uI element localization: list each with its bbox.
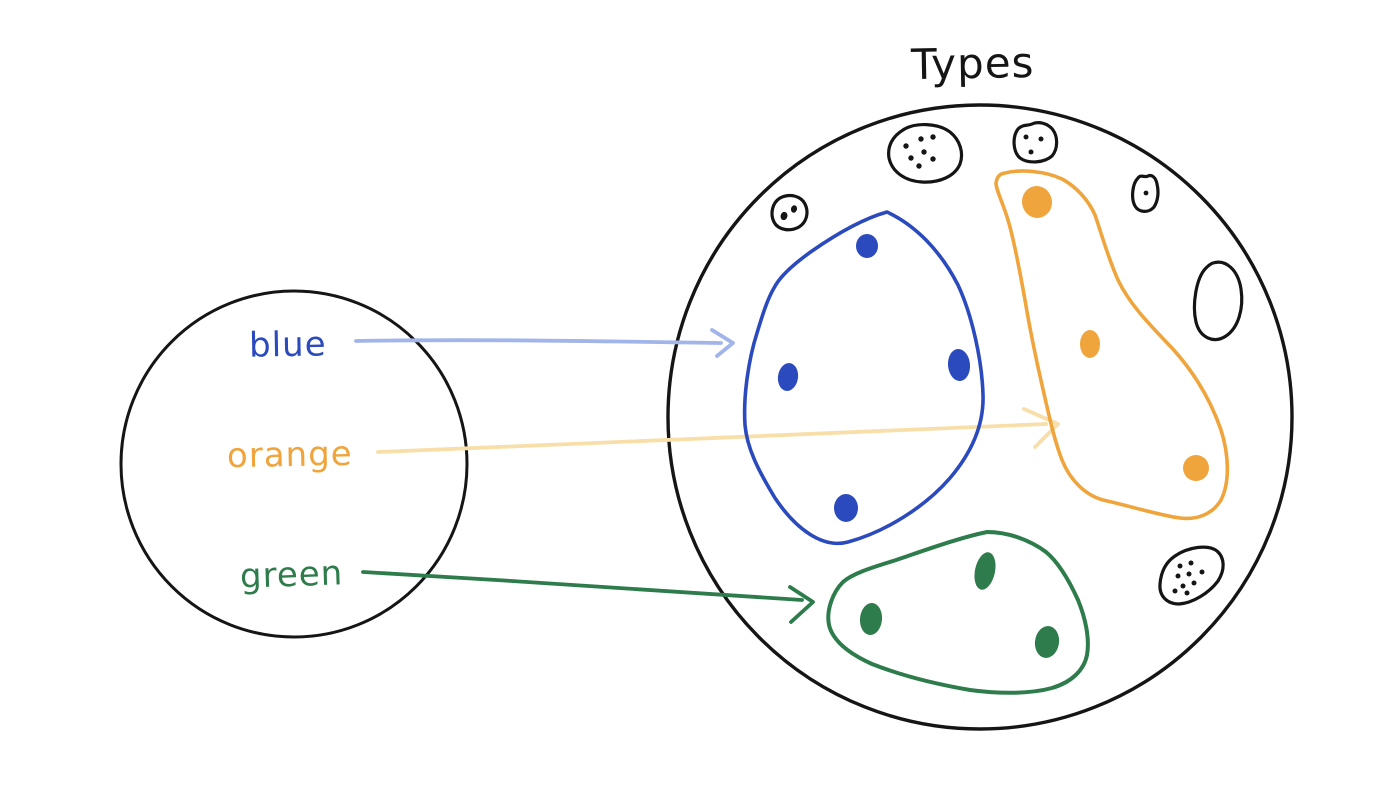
speck-dot bbox=[1177, 563, 1183, 569]
legend-label-green: green bbox=[239, 553, 344, 597]
speckled-blob-top-left bbox=[887, 123, 964, 184]
speck-dot bbox=[1180, 583, 1186, 589]
empty-oval-right bbox=[1192, 260, 1244, 342]
speck-dot bbox=[1143, 190, 1149, 196]
cluster-orange-outline bbox=[994, 169, 1230, 521]
cluster-green-dots bbox=[859, 552, 1060, 658]
speck-dot bbox=[1028, 149, 1034, 155]
empty-oval-right-outline bbox=[1192, 260, 1244, 342]
blue-arrow-head bbox=[710, 328, 735, 358]
speck-dot bbox=[903, 143, 909, 149]
speck-dot bbox=[908, 155, 914, 161]
cluster-dot bbox=[974, 552, 996, 590]
speckled-blob-top-left-dots bbox=[903, 134, 936, 169]
speckled-blob-bottom-right-outline bbox=[1158, 545, 1225, 606]
cluster-dot bbox=[834, 494, 858, 522]
small-blob-left bbox=[770, 193, 809, 232]
speck-dot bbox=[1188, 560, 1194, 566]
speck-dot bbox=[1023, 134, 1029, 140]
speck-dot bbox=[921, 149, 927, 155]
cluster-orange-dots bbox=[1021, 186, 1209, 481]
speck-dot bbox=[1184, 590, 1190, 596]
speckled-blob-top-left-outline bbox=[887, 123, 964, 184]
speck-dot bbox=[1191, 580, 1197, 586]
orange-arrow-head bbox=[1022, 407, 1060, 449]
blue-arrow bbox=[354, 328, 735, 358]
legend-label-orange: orange bbox=[227, 434, 353, 476]
diagram-title: Types bbox=[910, 38, 1035, 89]
speck-dot bbox=[1172, 588, 1178, 594]
speck-dot bbox=[790, 205, 798, 213]
small-blob-top bbox=[1012, 121, 1059, 164]
small-blob-upper-right bbox=[1131, 173, 1160, 213]
cluster-dot bbox=[856, 234, 878, 258]
green-arrow bbox=[361, 570, 815, 624]
legend-circle-outline bbox=[119, 289, 469, 639]
cluster-blue-outline bbox=[742, 210, 985, 546]
green-arrow-line bbox=[361, 570, 804, 602]
speck-dot bbox=[918, 136, 924, 142]
small-blob-left-dots bbox=[780, 205, 798, 221]
cluster-dot bbox=[777, 363, 799, 391]
speck-dot bbox=[916, 163, 922, 169]
cluster-dot bbox=[859, 603, 883, 635]
legend-label-blue: blue bbox=[249, 324, 327, 365]
cluster-orange bbox=[994, 169, 1230, 521]
small-blob-top-dots bbox=[1023, 134, 1044, 155]
speckled-blob-bottom-right-dots bbox=[1172, 560, 1205, 596]
cluster-green-outline bbox=[826, 530, 1090, 695]
cluster-blue bbox=[742, 210, 985, 546]
speckled-blob-bottom-right bbox=[1158, 545, 1225, 606]
speck-dot bbox=[1199, 569, 1205, 575]
orange-arrow bbox=[376, 407, 1060, 454]
speck-dot bbox=[780, 211, 788, 221]
types-circle-outline bbox=[666, 103, 1294, 731]
cluster-dot bbox=[947, 349, 971, 381]
speck-dot bbox=[930, 134, 936, 140]
speck-dot bbox=[930, 156, 936, 162]
cluster-dot bbox=[1021, 186, 1053, 218]
green-arrow-head bbox=[788, 585, 815, 624]
small-blob-left-outline bbox=[770, 193, 809, 232]
cluster-dot bbox=[1034, 626, 1060, 658]
cluster-dot bbox=[1080, 330, 1100, 358]
cluster-dot bbox=[1183, 455, 1209, 481]
orange-arrow-line bbox=[376, 422, 1048, 454]
speck-dot bbox=[1175, 573, 1181, 579]
speck-dot bbox=[1038, 136, 1044, 142]
blue-arrow-line bbox=[354, 338, 723, 345]
small-blob-top-outline bbox=[1012, 121, 1059, 164]
speck-dot bbox=[1186, 571, 1192, 577]
small-blob-upper-right-outline bbox=[1131, 173, 1160, 213]
cluster-green bbox=[826, 530, 1090, 695]
cluster-blue-dots bbox=[777, 234, 971, 522]
